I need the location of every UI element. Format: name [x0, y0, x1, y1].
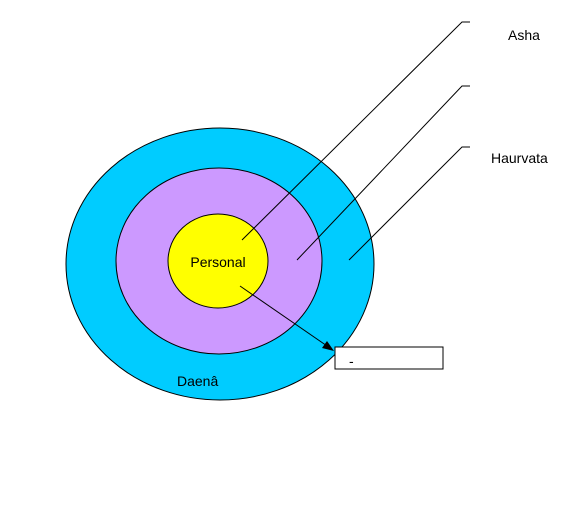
inner-circle — [167, 213, 269, 309]
label-haurvata: Haurvata — [491, 150, 548, 166]
leader-line-middle — [296, 85, 470, 261]
leader-line-haurvata — [348, 146, 470, 261]
callout-box — [334, 346, 444, 370]
arrow-line — [239, 285, 331, 349]
label-personal: Personal — [190, 254, 245, 270]
arrowhead-icon — [322, 341, 334, 351]
leader-line-asha — [241, 21, 470, 241]
callout-box-text: - — [349, 353, 354, 369]
label-asha: Asha — [508, 27, 540, 43]
label-daena: Daenâ — [177, 373, 218, 389]
